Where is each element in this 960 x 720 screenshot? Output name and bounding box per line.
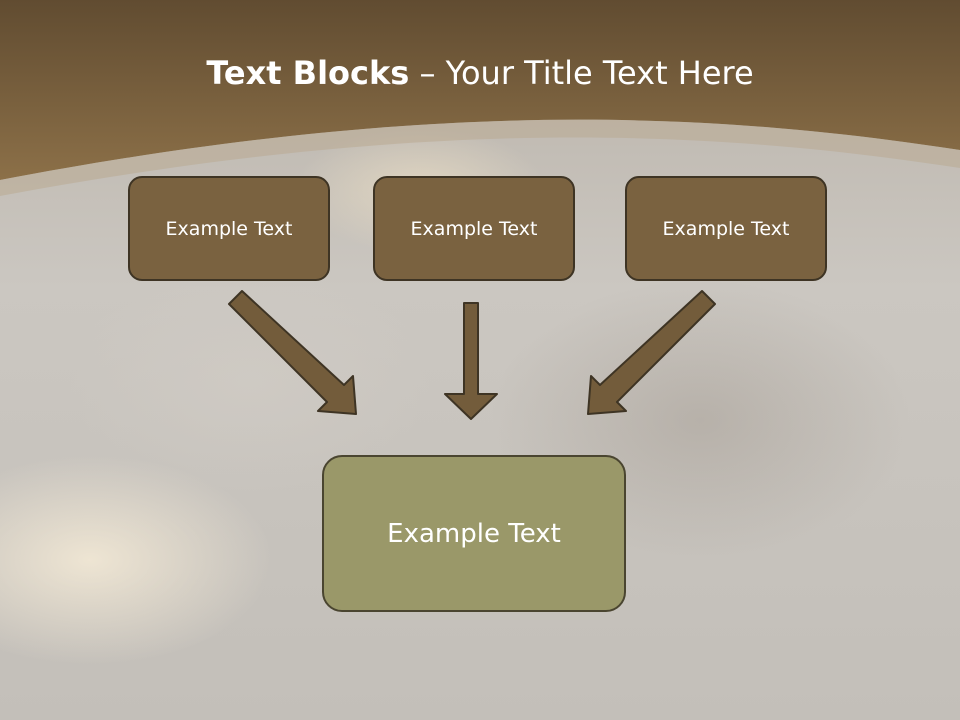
text-block-center[interactable]: Example Text <box>373 176 575 281</box>
title-rest: Your Title Text Here <box>445 54 754 92</box>
slide-title: Text Blocks – Your Title Text Here <box>0 54 960 92</box>
text-block-bottom[interactable]: Example Text <box>322 455 626 612</box>
title-dash: – <box>409 54 446 92</box>
text-block-center-label: Example Text <box>410 217 538 240</box>
arrow-center-to-bottom <box>444 302 498 420</box>
text-block-right-label: Example Text <box>662 217 790 240</box>
text-block-right[interactable]: Example Text <box>625 176 827 281</box>
text-block-left[interactable]: Example Text <box>128 176 330 281</box>
arrow-left-to-bottom <box>228 290 357 415</box>
text-block-left-label: Example Text <box>165 217 293 240</box>
arrow-right-to-bottom <box>587 290 716 415</box>
title-bold-part: Text Blocks <box>206 54 410 92</box>
text-block-bottom-label: Example Text <box>387 518 561 549</box>
